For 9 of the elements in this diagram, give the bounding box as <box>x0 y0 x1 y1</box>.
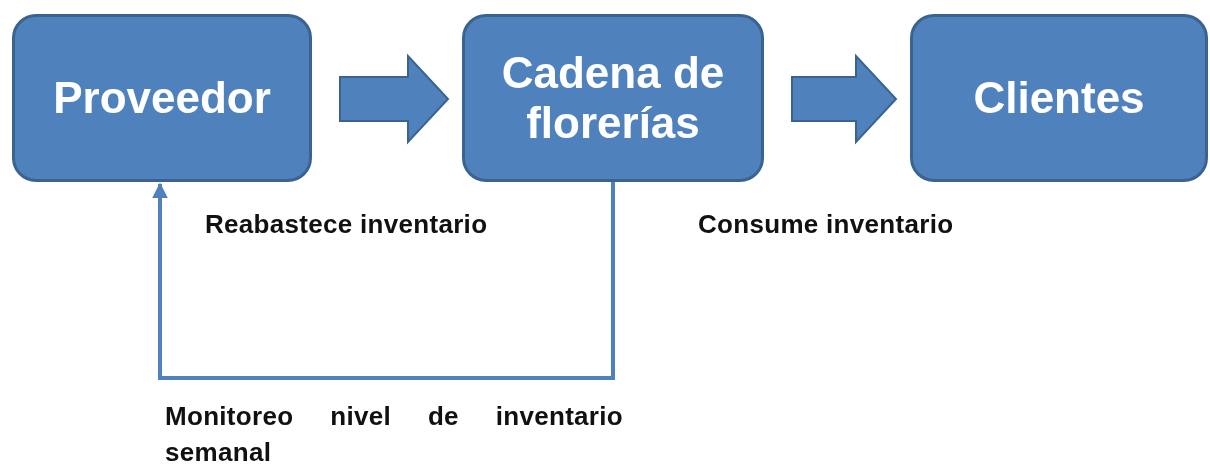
arrow <box>152 182 615 380</box>
process-box <box>910 14 1208 182</box>
block-arrow <box>339 53 450 145</box>
box-label: Cadena de florerías <box>500 48 726 148</box>
process-box <box>462 14 764 182</box>
process-box <box>12 14 312 182</box>
block-arrow <box>791 53 898 145</box>
box-label: Proveedor <box>53 73 271 123</box>
box-label: Clientes <box>973 73 1145 123</box>
